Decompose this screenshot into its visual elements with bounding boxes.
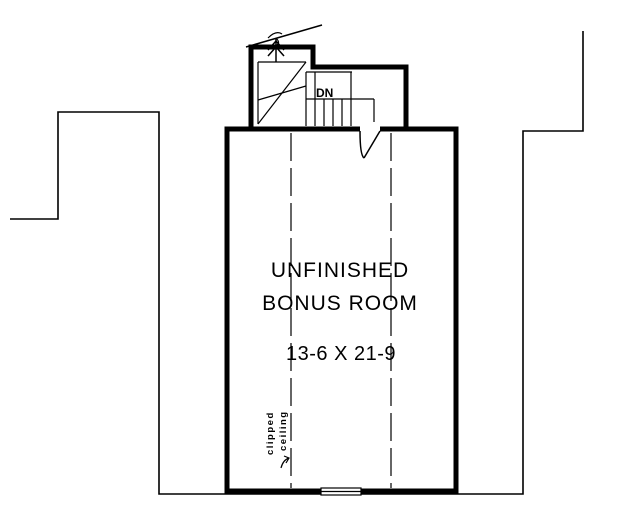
clipped-ceiling-note-line1: clipped xyxy=(265,411,276,455)
room-wall-right xyxy=(361,126,459,494)
right-roof-outline xyxy=(361,31,584,495)
bottom-window xyxy=(320,487,362,496)
room-wall-left xyxy=(224,126,360,494)
stair-enclosure: DN xyxy=(245,24,409,129)
clipped-ceiling-leader-arrow xyxy=(280,455,290,469)
room-dimensions: 13-6 X 21-9 xyxy=(286,343,396,365)
clipped-ceiling-lines xyxy=(290,133,392,488)
room-walls xyxy=(224,126,459,494)
room-name-line2: BONUS ROOM xyxy=(262,292,418,315)
stair-direction-arrow xyxy=(267,39,285,62)
left-roof-outline xyxy=(10,111,327,495)
room-name-line1: UNFINISHED xyxy=(271,259,409,282)
roof-edge-line xyxy=(245,24,323,48)
room-label: UNFINISHED BONUS ROOM 13-6 X 21-9 xyxy=(262,259,418,365)
clipped-ceiling-note-line2: ceiling xyxy=(278,410,289,451)
fan-symbol xyxy=(267,32,283,47)
clipped-ceiling-note: clipped ceiling xyxy=(265,410,290,469)
stair-treads xyxy=(257,61,375,126)
stair-enclosure-wall xyxy=(248,44,409,129)
stair-direction-label: DN xyxy=(316,86,333,100)
door-swing xyxy=(359,130,381,159)
lower-floor-outline xyxy=(10,31,584,495)
